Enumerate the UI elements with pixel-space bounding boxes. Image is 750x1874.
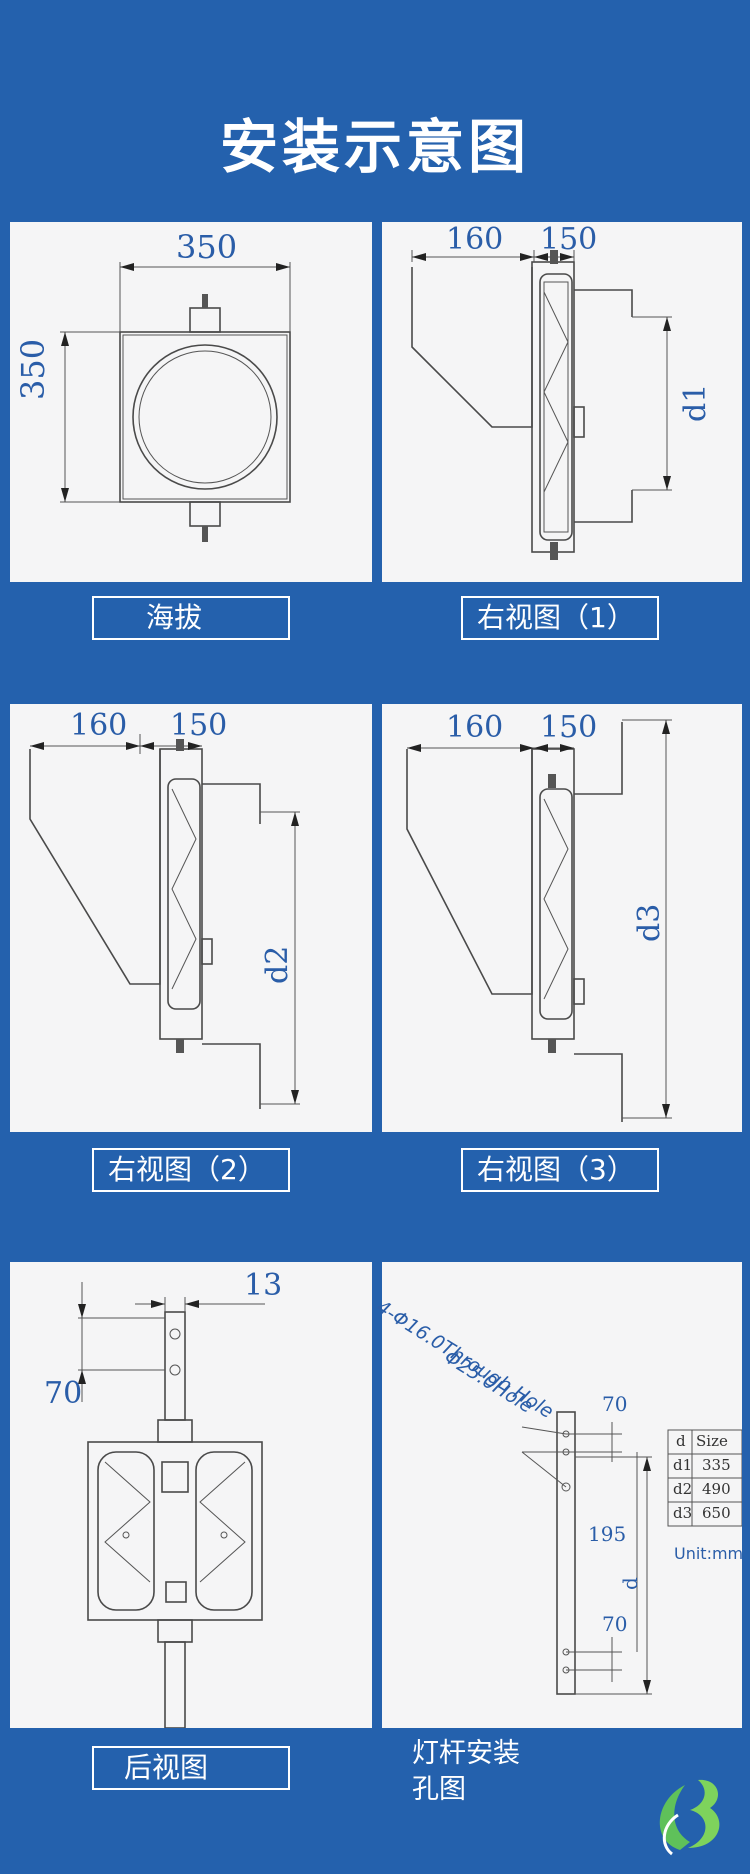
size-table-row-3-label: d3 bbox=[673, 1504, 693, 1522]
bracket-caption: 灯杆安装 孔图 bbox=[412, 1736, 520, 1808]
bracket-bottom-dimension: 70 bbox=[602, 1612, 628, 1636]
page-title: 安装示意图 bbox=[219, 113, 530, 181]
size-table-row-1-label: d1 bbox=[673, 1456, 693, 1474]
right-view-3-caption: 右视图（3） bbox=[461, 1148, 659, 1192]
front-view-panel: 350 350 bbox=[10, 222, 372, 582]
back-view-drawing bbox=[78, 1282, 265, 1728]
back-view-panel: 13 70 bbox=[10, 1262, 372, 1728]
housing-outline bbox=[119, 331, 291, 503]
right3-d-dimension: d3 bbox=[632, 903, 667, 942]
unit-label: Unit:mm bbox=[674, 1544, 744, 1563]
front-height-dimension: 350 bbox=[14, 338, 52, 400]
back-pitch-dimension: 70 bbox=[44, 1376, 83, 1411]
right1-depth-dimension: 160 bbox=[446, 222, 504, 257]
back-housing bbox=[87, 1441, 263, 1621]
back-gap-dimension: 13 bbox=[244, 1268, 283, 1303]
right-view-3-drawing bbox=[406, 719, 672, 1122]
right2-d-dimension: d2 bbox=[260, 945, 295, 984]
bracket-caption-line-1: 灯杆安装 bbox=[412, 1738, 520, 1769]
right1-body-dimension: 150 bbox=[540, 222, 598, 257]
body-2 bbox=[167, 778, 201, 1010]
bracket-hole-drawing bbox=[521, 1411, 742, 1695]
right2-body-dimension: 150 bbox=[170, 708, 228, 743]
back-view-caption: 后视图 bbox=[92, 1746, 290, 1790]
right-view-3-panel: 160 150 d3 bbox=[382, 704, 742, 1132]
right1-d-dimension: d1 bbox=[678, 383, 713, 422]
right2-depth-dimension: 160 bbox=[70, 708, 128, 743]
body-3 bbox=[539, 788, 573, 1020]
right-view-2-drawing bbox=[29, 734, 300, 1109]
size-table-row-1-value: 335 bbox=[702, 1456, 731, 1474]
pole-top bbox=[164, 1311, 186, 1421]
front-view-caption: 海拔 bbox=[92, 596, 290, 640]
bracket-caption-line-2: 孔图 bbox=[412, 1774, 466, 1805]
right-view-1-caption: 右视图（1） bbox=[461, 596, 659, 640]
front-width-dimension: 350 bbox=[176, 228, 238, 266]
size-table-row-2-value: 490 bbox=[702, 1480, 731, 1498]
right3-body-dimension: 150 bbox=[540, 710, 598, 745]
bracket-strip bbox=[556, 1411, 576, 1695]
right3-depth-dimension: 160 bbox=[446, 710, 504, 745]
right-view-2-caption: 右视图（2） bbox=[92, 1148, 290, 1192]
front-view-drawing bbox=[60, 262, 291, 542]
pole-bottom bbox=[164, 1641, 186, 1728]
size-table-header-d: d bbox=[676, 1432, 686, 1450]
size-table-header-size: Size bbox=[696, 1432, 728, 1450]
bracket-hole-panel: 4-Φ16.0Through Hole Φ25.0Hole 70 195 70 … bbox=[372, 1262, 744, 1728]
right-view-2-panel: 160 150 d2 bbox=[10, 704, 372, 1132]
brand-logo-icon bbox=[659, 1779, 720, 1856]
bracket-top-dimension: 70 bbox=[602, 1392, 628, 1416]
right-view-1-panel: 160 150 d1 bbox=[382, 222, 742, 582]
right-view-1-drawing bbox=[411, 250, 672, 560]
body-1 bbox=[539, 273, 573, 541]
lens-circle bbox=[132, 344, 278, 490]
size-table-row-2-label: d2 bbox=[673, 1480, 693, 1498]
bracket-mid-dimension: 195 bbox=[588, 1522, 627, 1546]
bracket-d-dimension: d bbox=[618, 1577, 642, 1590]
size-table-row-3-value: 650 bbox=[702, 1504, 731, 1522]
